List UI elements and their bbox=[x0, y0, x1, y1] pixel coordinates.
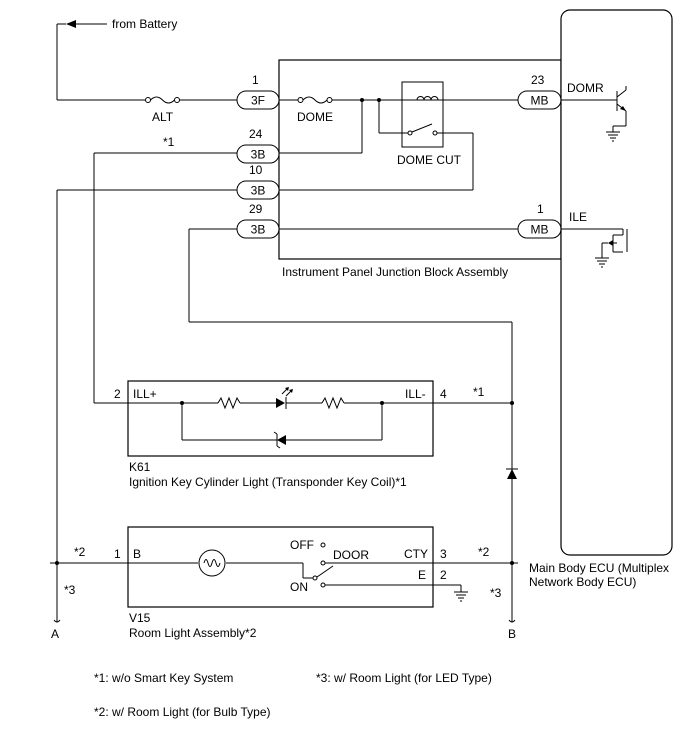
pin-number: 10 bbox=[249, 163, 263, 177]
wire-mark: *3 bbox=[490, 586, 502, 600]
resistor-icon bbox=[217, 396, 241, 410]
connector-b: B bbox=[508, 627, 516, 641]
resistor-icon bbox=[321, 396, 345, 410]
ecu-terminal-ile: ILE bbox=[569, 210, 587, 224]
ile-fet-icon bbox=[561, 228, 628, 268]
switch-door-label: DOOR bbox=[333, 548, 369, 562]
k61-pin-minus: 4 bbox=[440, 387, 447, 401]
svg-text:3F: 3F bbox=[251, 94, 265, 108]
battery-arrow-icon bbox=[66, 20, 76, 28]
k61-terminal-plus: ILL+ bbox=[133, 387, 157, 401]
v15-terminal-e: E bbox=[418, 568, 426, 582]
relay-switch-icon bbox=[411, 123, 433, 133]
diode-icon bbox=[506, 468, 518, 479]
wire-mark: *1 bbox=[163, 135, 175, 149]
ground-icon bbox=[433, 584, 468, 602]
v15-pin-e: 2 bbox=[440, 568, 447, 582]
note-2: *2: w/ Room Light (for Bulb Type) bbox=[94, 705, 271, 719]
junction-dot bbox=[55, 561, 59, 565]
svg-text:MB: MB bbox=[531, 223, 549, 237]
connector-b-icon bbox=[508, 619, 516, 623]
battery-label: from Battery bbox=[112, 17, 177, 31]
connector-a-icon bbox=[53, 619, 61, 623]
wire-mark: *1 bbox=[473, 385, 485, 399]
svg-text:3B: 3B bbox=[251, 184, 266, 198]
pin-number: 23 bbox=[531, 73, 545, 87]
k61-code: K61 bbox=[129, 460, 151, 474]
battery-feed: from Battery bbox=[56, 17, 177, 100]
room-light-switch-icon bbox=[316, 565, 334, 578]
pin-number: 29 bbox=[249, 202, 263, 216]
alt-fuse: ALT bbox=[145, 96, 180, 124]
v15-circuit: OFF DOOR ON bbox=[128, 538, 433, 594]
pin-3b-24: 3B 24 bbox=[236, 127, 280, 164]
svg-text:3B: 3B bbox=[251, 148, 266, 162]
dome-fuse-label: DOME bbox=[297, 110, 333, 124]
wire-mark: *3 bbox=[64, 583, 76, 597]
k61-circuit bbox=[128, 387, 433, 449]
k61-block bbox=[127, 380, 434, 457]
switch-off-label: OFF bbox=[290, 538, 314, 552]
svg-text:3B: 3B bbox=[251, 223, 266, 237]
relay-coil-icon bbox=[416, 96, 439, 101]
ecu-terminal-domr: DOMR bbox=[567, 81, 604, 95]
v15-terminal-cty: CTY bbox=[404, 547, 428, 561]
junction-block-name: Instrument Panel Junction Block Assembly bbox=[282, 265, 508, 279]
domr-transistor-icon bbox=[561, 86, 627, 142]
pin-number: 1 bbox=[537, 202, 544, 216]
pin-3b-10: 3B 10 bbox=[236, 163, 280, 200]
note-1: *1: w/o Smart Key System bbox=[94, 671, 233, 685]
svg-text:MB: MB bbox=[531, 94, 549, 108]
v15-pin-cty: 3 bbox=[440, 547, 447, 561]
alt-fuse-label: ALT bbox=[152, 110, 174, 124]
v15-block bbox=[127, 526, 434, 608]
k61-pin-plus: 2 bbox=[114, 387, 121, 401]
connector-a: A bbox=[51, 627, 59, 641]
pin-number: 24 bbox=[249, 127, 263, 141]
wire-mark: *2 bbox=[478, 545, 490, 559]
dome-cut-relay: DOME CUT bbox=[378, 81, 473, 167]
junction-block bbox=[278, 59, 562, 260]
wire-mark: *2 bbox=[74, 545, 86, 559]
v15-terminal-b: B bbox=[133, 547, 141, 561]
pin-3f-1: 3F 1 bbox=[236, 73, 280, 110]
main-body-ecu bbox=[560, 9, 673, 556]
k61-name: Ignition Key Cylinder Light (Transponder… bbox=[129, 475, 407, 489]
k61-terminal-minus: ILL- bbox=[405, 387, 426, 401]
v15-name: Room Light Assembly*2 bbox=[129, 626, 257, 640]
dome-fuse: DOME bbox=[297, 96, 333, 124]
led-icon bbox=[276, 387, 293, 409]
ecu-name-line2: Network Body ECU) bbox=[529, 575, 636, 589]
bulb-icon bbox=[198, 549, 226, 577]
zener-diode-icon bbox=[273, 431, 286, 449]
switch-on-label: ON bbox=[290, 580, 308, 594]
note-3: *3: w/ Room Light (for LED Type) bbox=[316, 671, 492, 685]
v15-pin-b: 1 bbox=[114, 547, 121, 561]
relay-label: DOME CUT bbox=[397, 153, 462, 167]
pin-number: 1 bbox=[252, 73, 259, 87]
pin-3b-29: 3B 29 bbox=[236, 202, 280, 239]
ecu-name-line1: Main Body ECU (Multiplex bbox=[529, 561, 669, 575]
v15-code: V15 bbox=[129, 611, 151, 625]
